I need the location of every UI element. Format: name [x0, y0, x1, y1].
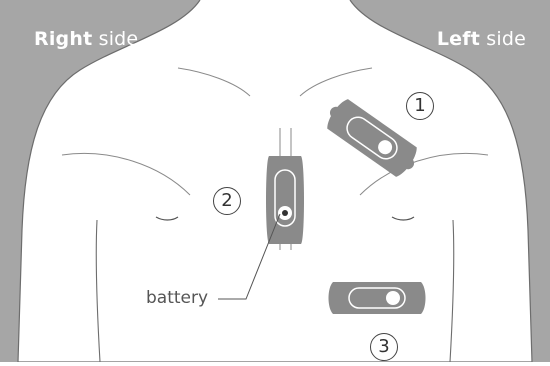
right-side-label-bold: Right	[34, 28, 92, 50]
position-3-number: 3	[370, 333, 398, 361]
patch-3	[329, 282, 426, 314]
right-side-label: Right side	[34, 28, 138, 50]
position-2-number: 2	[213, 187, 241, 215]
patch-2	[266, 156, 304, 244]
battery-label: battery	[146, 288, 208, 308]
left-side-label: Left side	[437, 28, 526, 50]
left-side-label-normal: side	[480, 28, 526, 50]
right-side-label-normal: side	[92, 28, 138, 50]
position-1-number: 1	[406, 92, 434, 120]
left-side-label-bold: Left	[437, 28, 480, 50]
